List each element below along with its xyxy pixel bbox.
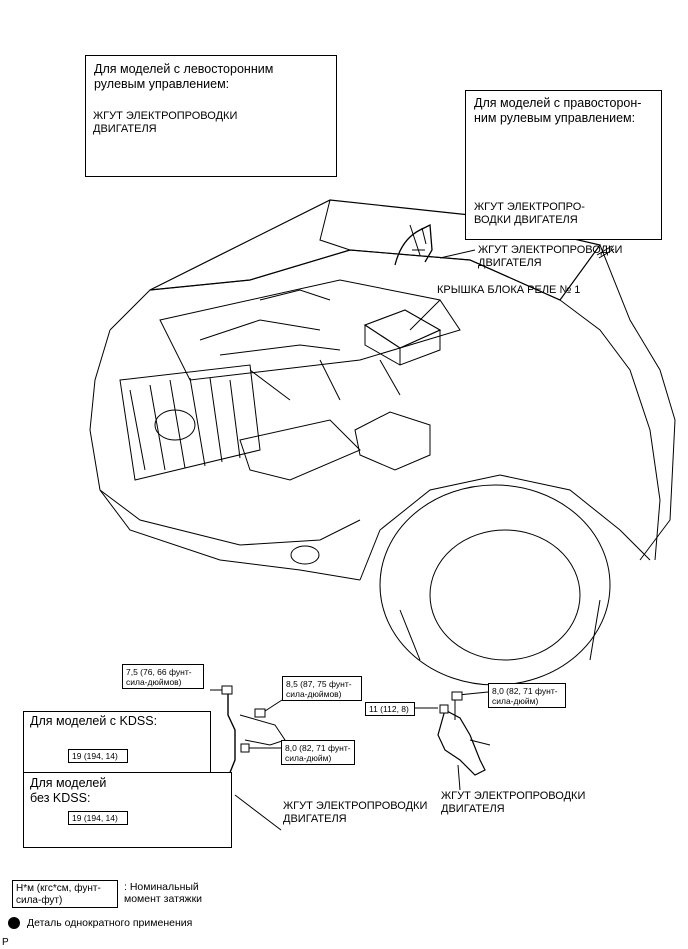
lhd-inset-title: Для моделей с левосторонним рулевым упра… bbox=[94, 62, 274, 91]
corner-mark: P bbox=[2, 937, 9, 948]
torque-spec-3: 8,0 (82, 71 фунт- сила-дюйм) bbox=[281, 740, 355, 765]
rhd-inset-title: Для моделей с правосторон- ним рулевым у… bbox=[474, 96, 642, 125]
harness-bottom-left-label: ЖГУТ ЭЛЕКТРОПРОВОДКИ ДВИГАТЕЛЯ bbox=[283, 800, 428, 825]
kdss-without-box bbox=[23, 772, 232, 848]
harness-bottom-right-label: ЖГУТ ЭЛЕКТРОПРОВОДКИ ДВИГАТЕЛЯ bbox=[441, 790, 586, 815]
rhd-inset-box bbox=[465, 90, 662, 240]
lhd-inset-box bbox=[85, 55, 337, 177]
torque-spec-1: 7,5 (76, 66 фунт- сила-дюймов) bbox=[122, 664, 204, 689]
relay-cover-label: КРЫШКА БЛОКА РЕЛЕ № 1 bbox=[437, 284, 581, 296]
single-use-dot-icon bbox=[8, 917, 20, 929]
torque-spec-7: 19 (194, 14) bbox=[68, 811, 128, 825]
kdss-without-title: Для моделей без KDSS: bbox=[30, 776, 107, 805]
legend-torque-desc: : Номинальный момент затяжки bbox=[124, 881, 203, 905]
torque-spec-4: 11 (112, 8) bbox=[365, 702, 415, 716]
kdss-with-title: Для моделей с KDSS: bbox=[30, 714, 158, 728]
harness-top-label: ЖГУТ ЭЛЕКТРОПРОВОДКИ ДВИГАТЕЛЯ bbox=[478, 244, 623, 269]
lhd-harness-label: ЖГУТ ЭЛЕКТРОПРОВОДКИ ДВИГАТЕЛЯ bbox=[93, 110, 238, 135]
legend-single-use: Деталь однократного применения bbox=[27, 917, 193, 929]
legend-torque-box: Н*м (кгс*см, фунт- сила-фут) bbox=[12, 880, 118, 908]
torque-spec-2: 8,5 (87, 75 фунт- сила-дюймов) bbox=[282, 676, 362, 701]
torque-spec-5: 8,0 (82, 71 фунт- сила-дюйм) bbox=[488, 683, 566, 708]
rhd-harness-label: ЖГУТ ЭЛЕКТРОПРО- ВОДКИ ДВИГАТЕЛЯ bbox=[474, 201, 585, 226]
torque-spec-6: 19 (194, 14) bbox=[68, 749, 128, 763]
